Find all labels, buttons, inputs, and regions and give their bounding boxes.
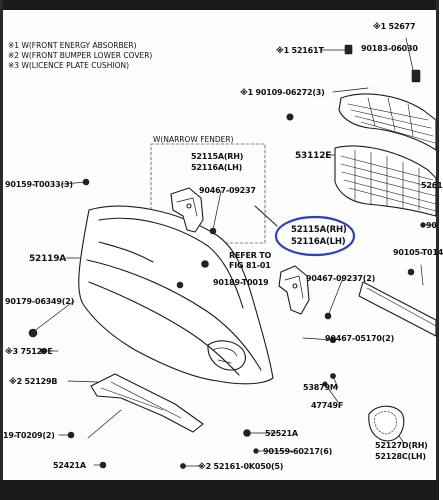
parts-sheet: ※1 W(FRONT ENERGY ABSORBER) ※2 W(FRONT B… bbox=[3, 10, 443, 480]
part-label-90467-09237: 90467-09237 bbox=[199, 186, 256, 195]
legend-item-1: ※1 W(FRONT ENERGY ABSORBER) bbox=[8, 41, 137, 50]
narrow-fender-title: W(NARROW FENDER) bbox=[153, 135, 234, 144]
legend-item-3: ※3 W(LICENCE PLATE CUSHION) bbox=[8, 61, 130, 70]
fender-bracket-upper bbox=[170, 187, 204, 233]
part-label-90159-T0033: 90159-T0033(3) bbox=[5, 180, 73, 189]
part-label-52119A: 52119A bbox=[29, 254, 67, 264]
part-label-90189-T0019: 90189-T0019 bbox=[213, 278, 269, 287]
part-label-52116A-nf: 52116A(LH) bbox=[191, 163, 243, 172]
part-label-90159-T0209: 19-T0209(2) bbox=[3, 431, 55, 440]
part-label-52677: ※1 52677 bbox=[373, 22, 416, 31]
refer-to-line1: REFER TO bbox=[229, 251, 272, 260]
highlight-label-rh: 52115A(RH) bbox=[291, 225, 347, 235]
part-label-75129E: ※3 75129E bbox=[5, 347, 53, 356]
part-label-53879M: 53879M bbox=[303, 383, 338, 392]
part-label-90: 90 bbox=[426, 221, 437, 230]
part-label-90179-06349: 90179-06349(2) bbox=[5, 297, 75, 306]
part-label-90467-09237-2: 90467-09237(2) bbox=[306, 274, 376, 283]
direction-arrow bbox=[254, 205, 278, 227]
part-label-90467-05170: 90467-05170(2) bbox=[325, 334, 395, 343]
parts-drawing bbox=[28, 37, 437, 469]
lower-cover bbox=[90, 373, 204, 433]
photo-edge-left bbox=[0, 0, 3, 500]
fog-lamp-cover bbox=[368, 405, 405, 442]
part-label-52161-0K050: ※2 52161-0K050(5) bbox=[198, 462, 284, 471]
legend-item-2: ※2 W(FRONT BUMPER LOWER COVER) bbox=[8, 51, 153, 60]
lower-grille bbox=[334, 145, 437, 217]
upper-grille bbox=[338, 93, 437, 151]
part-label-52127D: 52127D(RH) bbox=[375, 441, 428, 450]
photo-edge-bottom bbox=[0, 480, 439, 500]
part-label-53112E: 53112E bbox=[295, 151, 332, 161]
part-label-52129B: ※2 52129B bbox=[9, 377, 58, 386]
part-label-52115A-nf: 52115A(RH) bbox=[191, 152, 244, 161]
part-label-5261: 5261 bbox=[421, 181, 443, 190]
part-label-90109-06272: ※1 90109-06272(3) bbox=[240, 88, 325, 97]
part-label-90105-T014: 90105-T014 bbox=[393, 248, 443, 257]
part-label-52128C: 52128C(LH) bbox=[375, 452, 426, 461]
side-strip bbox=[358, 281, 437, 337]
part-label-52161T: ※1 52161T bbox=[276, 46, 324, 55]
part-label-90159-60217: 90159-60217(6) bbox=[263, 447, 333, 456]
part-label-52521A: 52521A bbox=[265, 429, 298, 438]
fasteners bbox=[28, 44, 426, 469]
part-label-47749F: 47749F bbox=[311, 401, 344, 410]
highlight-ellipse bbox=[274, 215, 356, 257]
part-label-52421A: 52421A bbox=[53, 461, 86, 470]
fender-bracket-lower bbox=[278, 265, 310, 315]
highlight-label-lh: 52116A(LH) bbox=[291, 237, 346, 247]
refer-to-line2: FIG 81-01 bbox=[229, 261, 271, 270]
photo-edge-right bbox=[436, 0, 439, 500]
photo-edge-top bbox=[0, 0, 439, 10]
part-label-90183-06030: 90183-06030 bbox=[361, 44, 418, 53]
bumper-cover bbox=[78, 205, 274, 385]
